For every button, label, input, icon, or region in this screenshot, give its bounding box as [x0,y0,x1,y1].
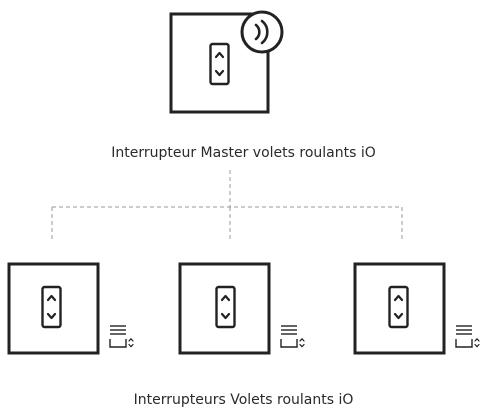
slave-switch [353,262,480,355]
master-rocker-icon [209,42,230,86]
slave-rocker-icon [388,285,409,329]
master-switch-label: Interrupteur Master volets roulants iO [111,145,376,161]
slave-switch [178,262,305,355]
master-switch [169,10,284,114]
slave-rocker-icon [215,285,236,329]
connector-lines [51,170,403,240]
roller-shutter-icon [455,325,480,348]
roller-shutter-icon [109,325,134,348]
slave-switch [7,262,134,355]
slave-switches-label: Interrupteurs Volets roulants iO [133,392,354,408]
slave-rocker-icon [41,285,62,329]
wireless-signal-icon [240,10,284,54]
roller-shutter-icon [280,325,305,348]
